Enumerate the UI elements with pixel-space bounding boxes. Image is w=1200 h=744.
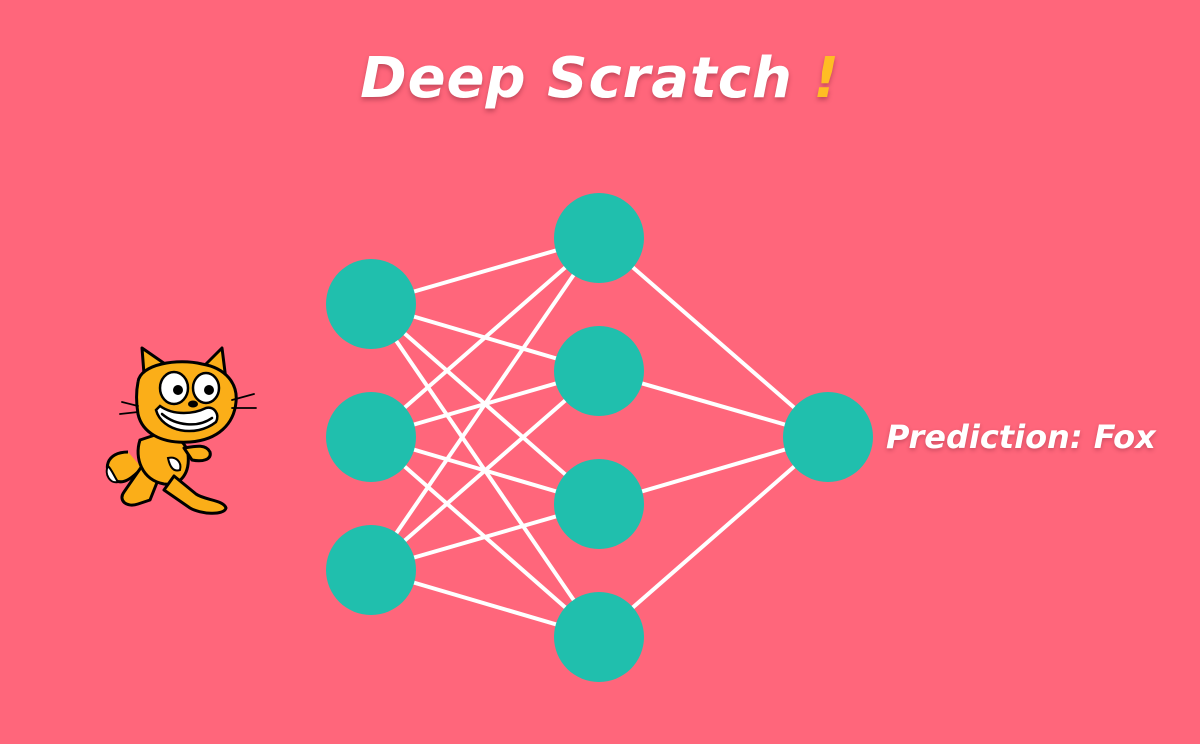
- input-node-2: [326, 392, 416, 482]
- prediction-value: Fox: [1093, 418, 1156, 456]
- title-text: Deep Scratch: [360, 46, 793, 111]
- edge-hidden-1-to-output-1: [597, 236, 830, 439]
- network-edges: [369, 236, 830, 639]
- edge-input-3-to-hidden-1: [369, 236, 601, 572]
- network-nodes: [326, 193, 873, 682]
- input-node-3: [326, 525, 416, 615]
- input-node-1: [326, 259, 416, 349]
- prediction-label: Prediction:: [886, 418, 1083, 456]
- scratch-cat-icon: [105, 346, 257, 515]
- output-node-1: [783, 392, 873, 482]
- hidden-node-4: [554, 592, 644, 682]
- hidden-node-2: [554, 326, 644, 416]
- exclamation-mark: !: [813, 46, 840, 111]
- edge-hidden-4-to-output-1: [597, 435, 830, 639]
- hidden-node-3: [554, 459, 644, 549]
- hidden-node-1: [554, 193, 644, 283]
- page-title: Deep Scratch !: [0, 46, 1200, 111]
- prediction-text: Prediction: Fox: [886, 418, 1156, 456]
- edge-input-3-to-hidden-2: [369, 369, 601, 572]
- edge-input-2-to-hidden-1: [369, 236, 601, 439]
